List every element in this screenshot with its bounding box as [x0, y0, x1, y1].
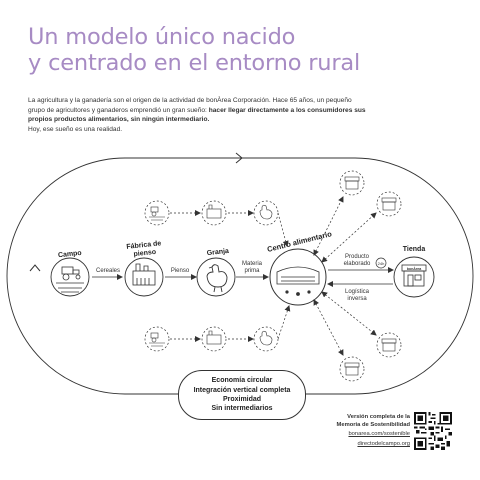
intro-paragraph: La agricultura y la ganadería son el ori…	[28, 96, 368, 125]
footer-line-2: Memoria de Sostenibilidad	[336, 421, 410, 428]
value-proximidad: Proximidad	[222, 396, 262, 403]
label-pienso: Pienso	[171, 268, 190, 274]
value-economia-circular: Economía circular	[211, 377, 273, 385]
small-field-icon-bottom	[149, 332, 165, 347]
link-bonarea[interactable]: bonarea.com/sostenible	[348, 431, 410, 438]
footer-line-1: Versión completa de la	[347, 414, 410, 420]
intro-closing: Hoy, ese sueño es una realidad.	[28, 125, 123, 133]
stage-tienda: bonÀrea	[393, 256, 435, 298]
small-factory-icon	[206, 204, 222, 219]
qr-code-icon[interactable]	[414, 412, 452, 450]
stage-label-granja: Granja	[206, 248, 229, 257]
label-logistica-1: Logística	[345, 289, 370, 295]
top-chain	[144, 200, 289, 247]
intro-bold: hacer llegar directamente a los consumid…	[28, 106, 366, 124]
svg-text:24h: 24h	[378, 261, 385, 266]
values-pill: Economía circular Integración vertical c…	[178, 370, 306, 420]
page-title: Un modelo único nacido y centrado en el …	[28, 24, 360, 76]
title-line-2: y centrado en el entorno rural	[28, 50, 361, 76]
stage-label-fabrica-1: Fábrica de	[126, 240, 162, 251]
small-store-icons	[344, 176, 397, 376]
value-integracion-vertical: Integración vertical completa	[193, 386, 291, 394]
store-icon	[401, 264, 427, 287]
tractor-field-icon	[56, 266, 84, 293]
satellite-stores	[313, 170, 402, 382]
value-sin-intermediarios: Sin intermediarios	[211, 405, 273, 413]
label-producto-1: Producto	[345, 254, 370, 260]
badge-24h: 24h	[375, 257, 387, 269]
label-producto-2: elaborado	[344, 261, 371, 267]
stage-centro	[269, 248, 327, 306]
store-sign: bonÀrea	[407, 266, 423, 271]
small-field-icon	[149, 206, 165, 221]
stage-label-campo: Campo	[58, 250, 82, 259]
stage-campo	[50, 257, 90, 297]
intro-normal: La agricultura y la ganadería son el ori…	[28, 97, 352, 114]
title-line-1: Un modelo único nacido	[28, 24, 296, 50]
small-factory-icon-bottom	[206, 330, 222, 345]
food-center-icon	[276, 266, 320, 296]
label-cereales: Cereales	[96, 268, 120, 274]
chicken-icon	[206, 264, 228, 293]
stage-fabrica	[124, 257, 164, 297]
stage-label-fabrica-2: pienso	[133, 249, 156, 258]
loop-chevron-left	[29, 264, 41, 272]
footer-info: Versión completa de la Memoria de Sosten…	[300, 414, 410, 448]
stage-granja	[196, 257, 236, 297]
loop-chevron-top	[235, 152, 243, 164]
link-directodelcampo[interactable]: directodelcampo.org	[357, 440, 410, 447]
factory-icon	[132, 263, 156, 286]
label-materia-1: Materia	[242, 261, 263, 267]
label-materia-2: prima	[244, 268, 260, 274]
stage-label-tienda: Tienda	[403, 246, 426, 253]
small-chicken-icon	[259, 204, 273, 220]
label-logistica-2: inversa	[347, 296, 367, 302]
small-chicken-icon-bottom	[259, 330, 273, 346]
intro-text: La agricultura y la ganadería son el ori…	[28, 96, 368, 134]
